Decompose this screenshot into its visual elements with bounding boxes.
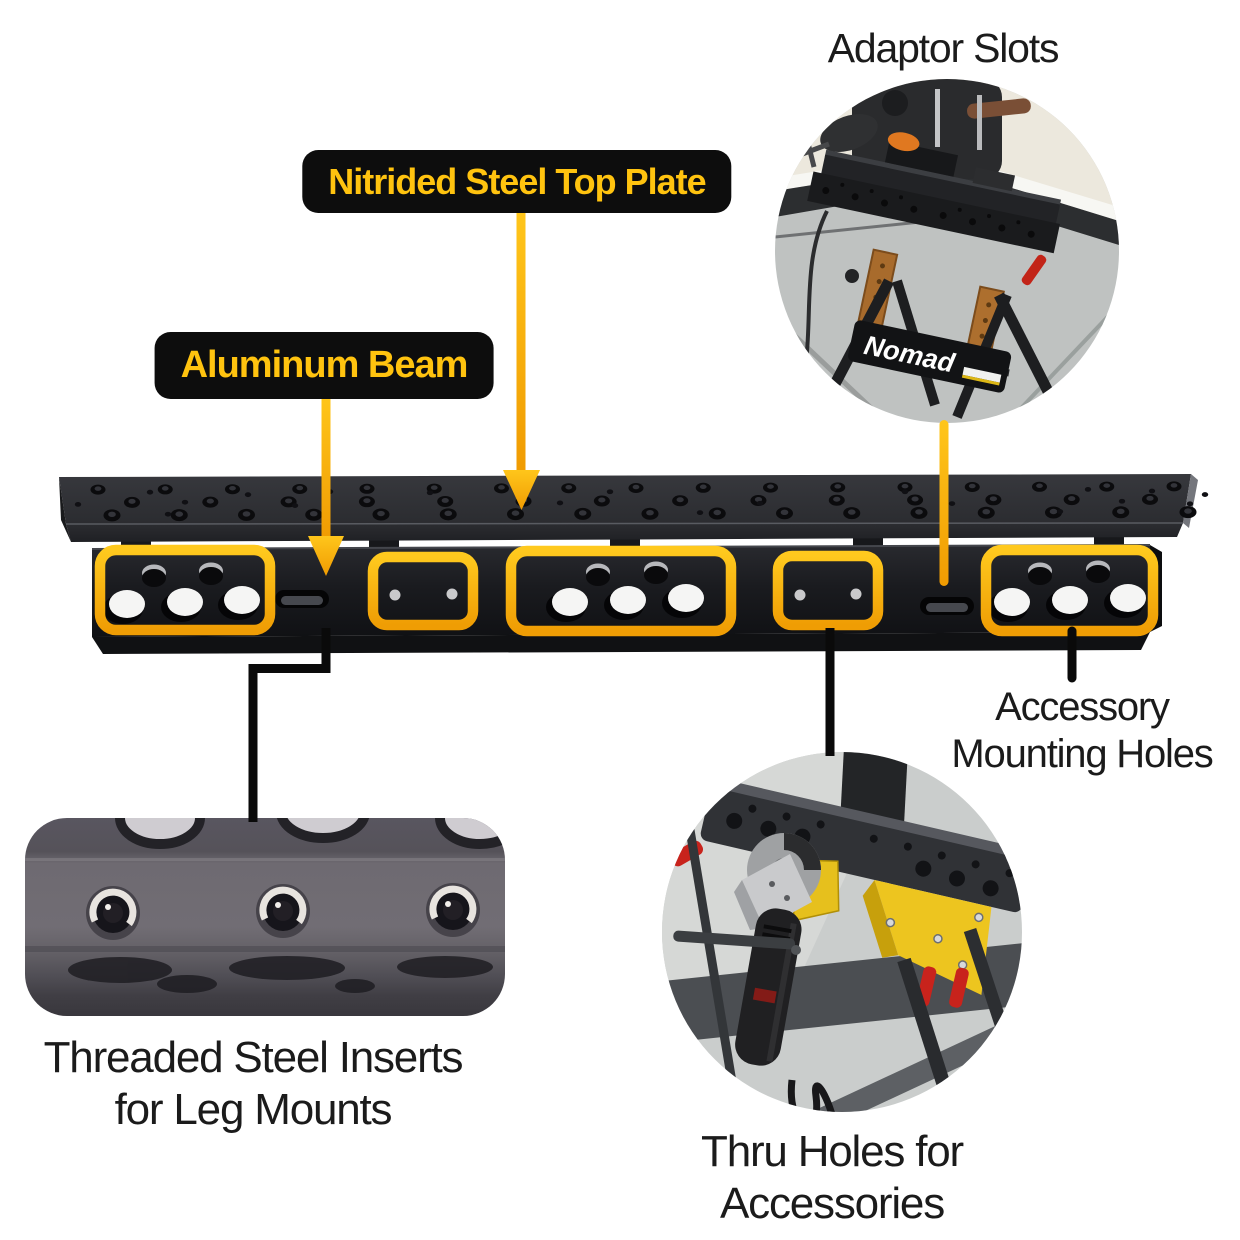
highlight-box-small-left bbox=[367, 551, 479, 631]
photo-threaded-inserts bbox=[25, 818, 505, 1016]
adjust-knob bbox=[845, 269, 859, 283]
beam-face bbox=[700, 788, 1022, 913]
caption-accessory-mounting-holes: Accessory Mounting Holes bbox=[951, 684, 1213, 778]
adaptor-slot-left bbox=[275, 590, 329, 608]
plate-hole-pattern bbox=[74, 481, 1209, 522]
beam-bottom-face bbox=[92, 632, 1150, 654]
top-plate-label-text: Nitrided Steel Top Plate bbox=[328, 160, 706, 202]
bevel-line bbox=[25, 946, 505, 952]
grinder-head-facet bbox=[734, 880, 764, 930]
aluminum-beam bbox=[91, 544, 1162, 654]
photo-thru-holes bbox=[662, 752, 1022, 1112]
person-arm bbox=[820, 114, 878, 152]
glove bbox=[882, 90, 908, 116]
hammer-handle bbox=[967, 98, 1031, 119]
arrow-line-aluminum-beam bbox=[321, 396, 331, 538]
beam-right-end bbox=[1150, 545, 1162, 632]
highlight-box-mounting-center bbox=[505, 545, 737, 637]
accessory-holes-line2: Mounting Holes bbox=[951, 732, 1213, 777]
red-peg bbox=[949, 967, 969, 1008]
threaded-holes-right bbox=[794, 588, 862, 601]
disc-guard bbox=[784, 833, 821, 870]
adaptor-slot-right bbox=[920, 597, 974, 615]
plate-edge-highlight bbox=[65, 522, 1184, 525]
blurred-holes bbox=[68, 956, 493, 993]
logo-accent bbox=[962, 366, 1002, 383]
callout-label-aluminum-beam: Aluminum Beam bbox=[154, 332, 494, 399]
spacer-tabs bbox=[121, 529, 1124, 551]
threaded-inserts bbox=[86, 883, 480, 940]
plate-right-end bbox=[1183, 474, 1198, 528]
clamp-post bbox=[935, 89, 940, 147]
plate-surface bbox=[59, 474, 1191, 524]
beam-top-bevel bbox=[91, 544, 1151, 550]
threaded-inserts-photo-illustration bbox=[25, 818, 505, 1016]
highlight-box-mounting-right bbox=[980, 544, 1159, 637]
plate-front-face bbox=[66, 523, 1183, 542]
aluminum-beam-label-text: Aluminum Beam bbox=[180, 344, 469, 386]
beam-top-face bbox=[711, 777, 1022, 864]
photo-adaptor-slots: Nomad bbox=[775, 79, 1119, 423]
highlight-box-mounting-left bbox=[94, 544, 276, 636]
beam-holes bbox=[103, 560, 1146, 624]
bench-plate bbox=[821, 154, 1060, 225]
grinder-head bbox=[742, 854, 812, 928]
thru-holes-line2: Accessories bbox=[720, 1178, 945, 1228]
leader-adaptor-slots bbox=[939, 420, 949, 586]
thru-holes-photo-illustration bbox=[662, 752, 1022, 1112]
grinder-cord bbox=[787, 1079, 835, 1112]
beam-face bbox=[92, 545, 1150, 637]
logo-accent-yellow bbox=[961, 374, 1000, 386]
edge-highlight bbox=[25, 858, 505, 861]
beam-holes bbox=[726, 804, 1014, 897]
threaded-inserts-line1: Threaded Steel Inserts bbox=[43, 1033, 464, 1082]
red-lever bbox=[1021, 254, 1047, 286]
sander-pad bbox=[887, 132, 920, 152]
arrow-head-aluminum-beam bbox=[308, 536, 344, 576]
mounting-holes-center bbox=[546, 561, 704, 622]
top-plate bbox=[59, 474, 1209, 542]
leader-threaded-inserts bbox=[248, 628, 331, 822]
riser-block bbox=[840, 752, 908, 827]
highlight-boxes bbox=[94, 544, 1159, 637]
accessory-holes-line1: Accessory bbox=[995, 685, 1170, 729]
clamp-post bbox=[977, 95, 982, 150]
bench-beam-holes bbox=[822, 182, 1035, 238]
thru-holes-line1: Thru Holes for bbox=[701, 1127, 964, 1176]
mounting-holes-right bbox=[988, 560, 1146, 622]
arrow-head-top-plate bbox=[503, 470, 540, 510]
arrow-line-top-plate bbox=[516, 210, 526, 472]
highlight-box-small-right bbox=[772, 550, 884, 631]
caption-adaptor-slots: Adaptor Slots bbox=[827, 25, 1060, 71]
clamped-stock bbox=[972, 167, 1016, 192]
angle-grinder bbox=[734, 833, 835, 1112]
floor-joint bbox=[1005, 307, 1117, 423]
threaded-holes-left bbox=[389, 588, 458, 601]
mounting-holes-left bbox=[103, 562, 260, 624]
threaded-inserts-line2: for Leg Mounts bbox=[114, 1084, 393, 1134]
caption-threaded-inserts: Threaded Steel Inserts for Leg Mounts bbox=[43, 1032, 464, 1136]
yellow-bracket-shade bbox=[862, 879, 899, 958]
caption-thru-holes: Thru Holes for Accessories bbox=[701, 1126, 964, 1230]
callout-label-top-plate: Nitrided Steel Top Plate bbox=[302, 150, 732, 213]
bench-top bbox=[807, 132, 1062, 254]
plate-left-end bbox=[59, 477, 71, 542]
adaptor-slots-photo-illustration: Nomad bbox=[775, 79, 1119, 423]
